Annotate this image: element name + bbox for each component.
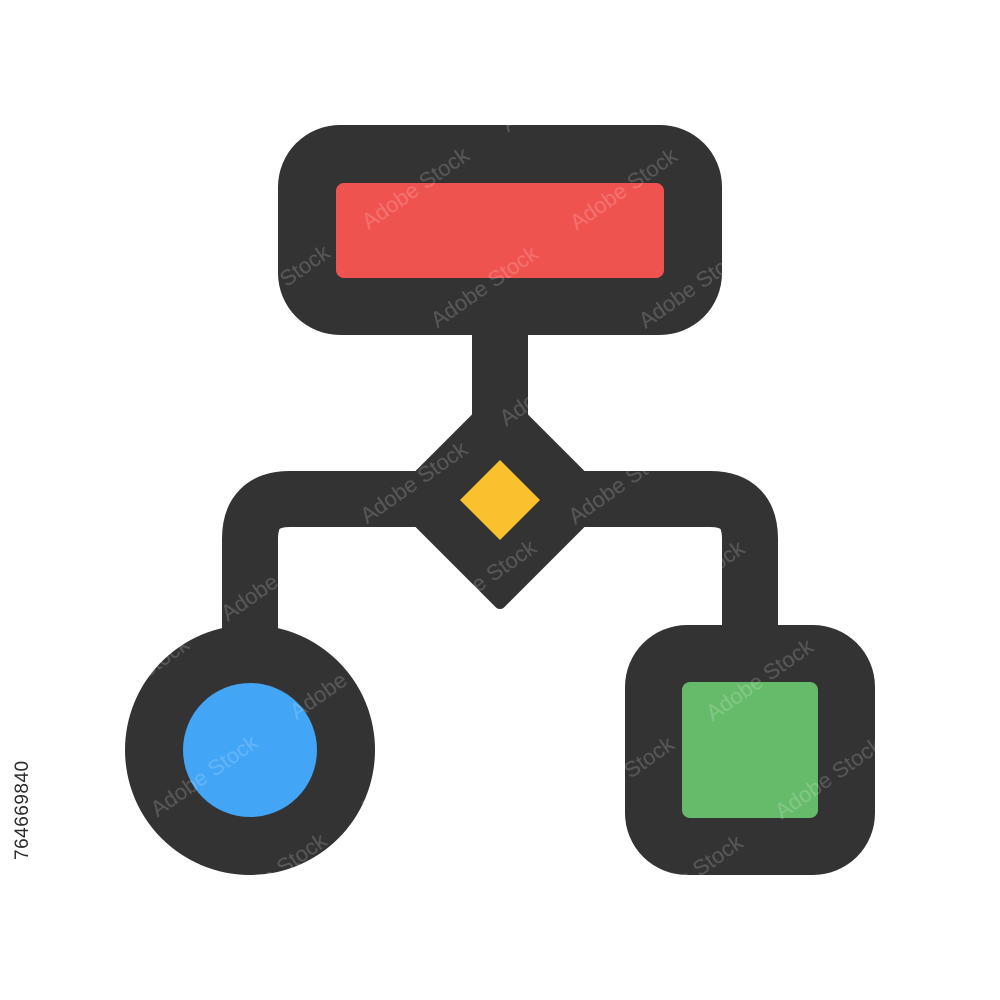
- terminal-right-fill: [682, 682, 818, 818]
- process-node-fill: [336, 183, 664, 278]
- decision-node: [390, 389, 610, 609]
- connector-decision-to-left: [222, 471, 420, 650]
- terminal-left-node: [125, 625, 375, 875]
- terminal-right-node: [625, 625, 875, 875]
- stock-id-label: 764669840: [12, 760, 33, 860]
- terminal-left-fill: [183, 683, 317, 817]
- process-node: [278, 125, 722, 335]
